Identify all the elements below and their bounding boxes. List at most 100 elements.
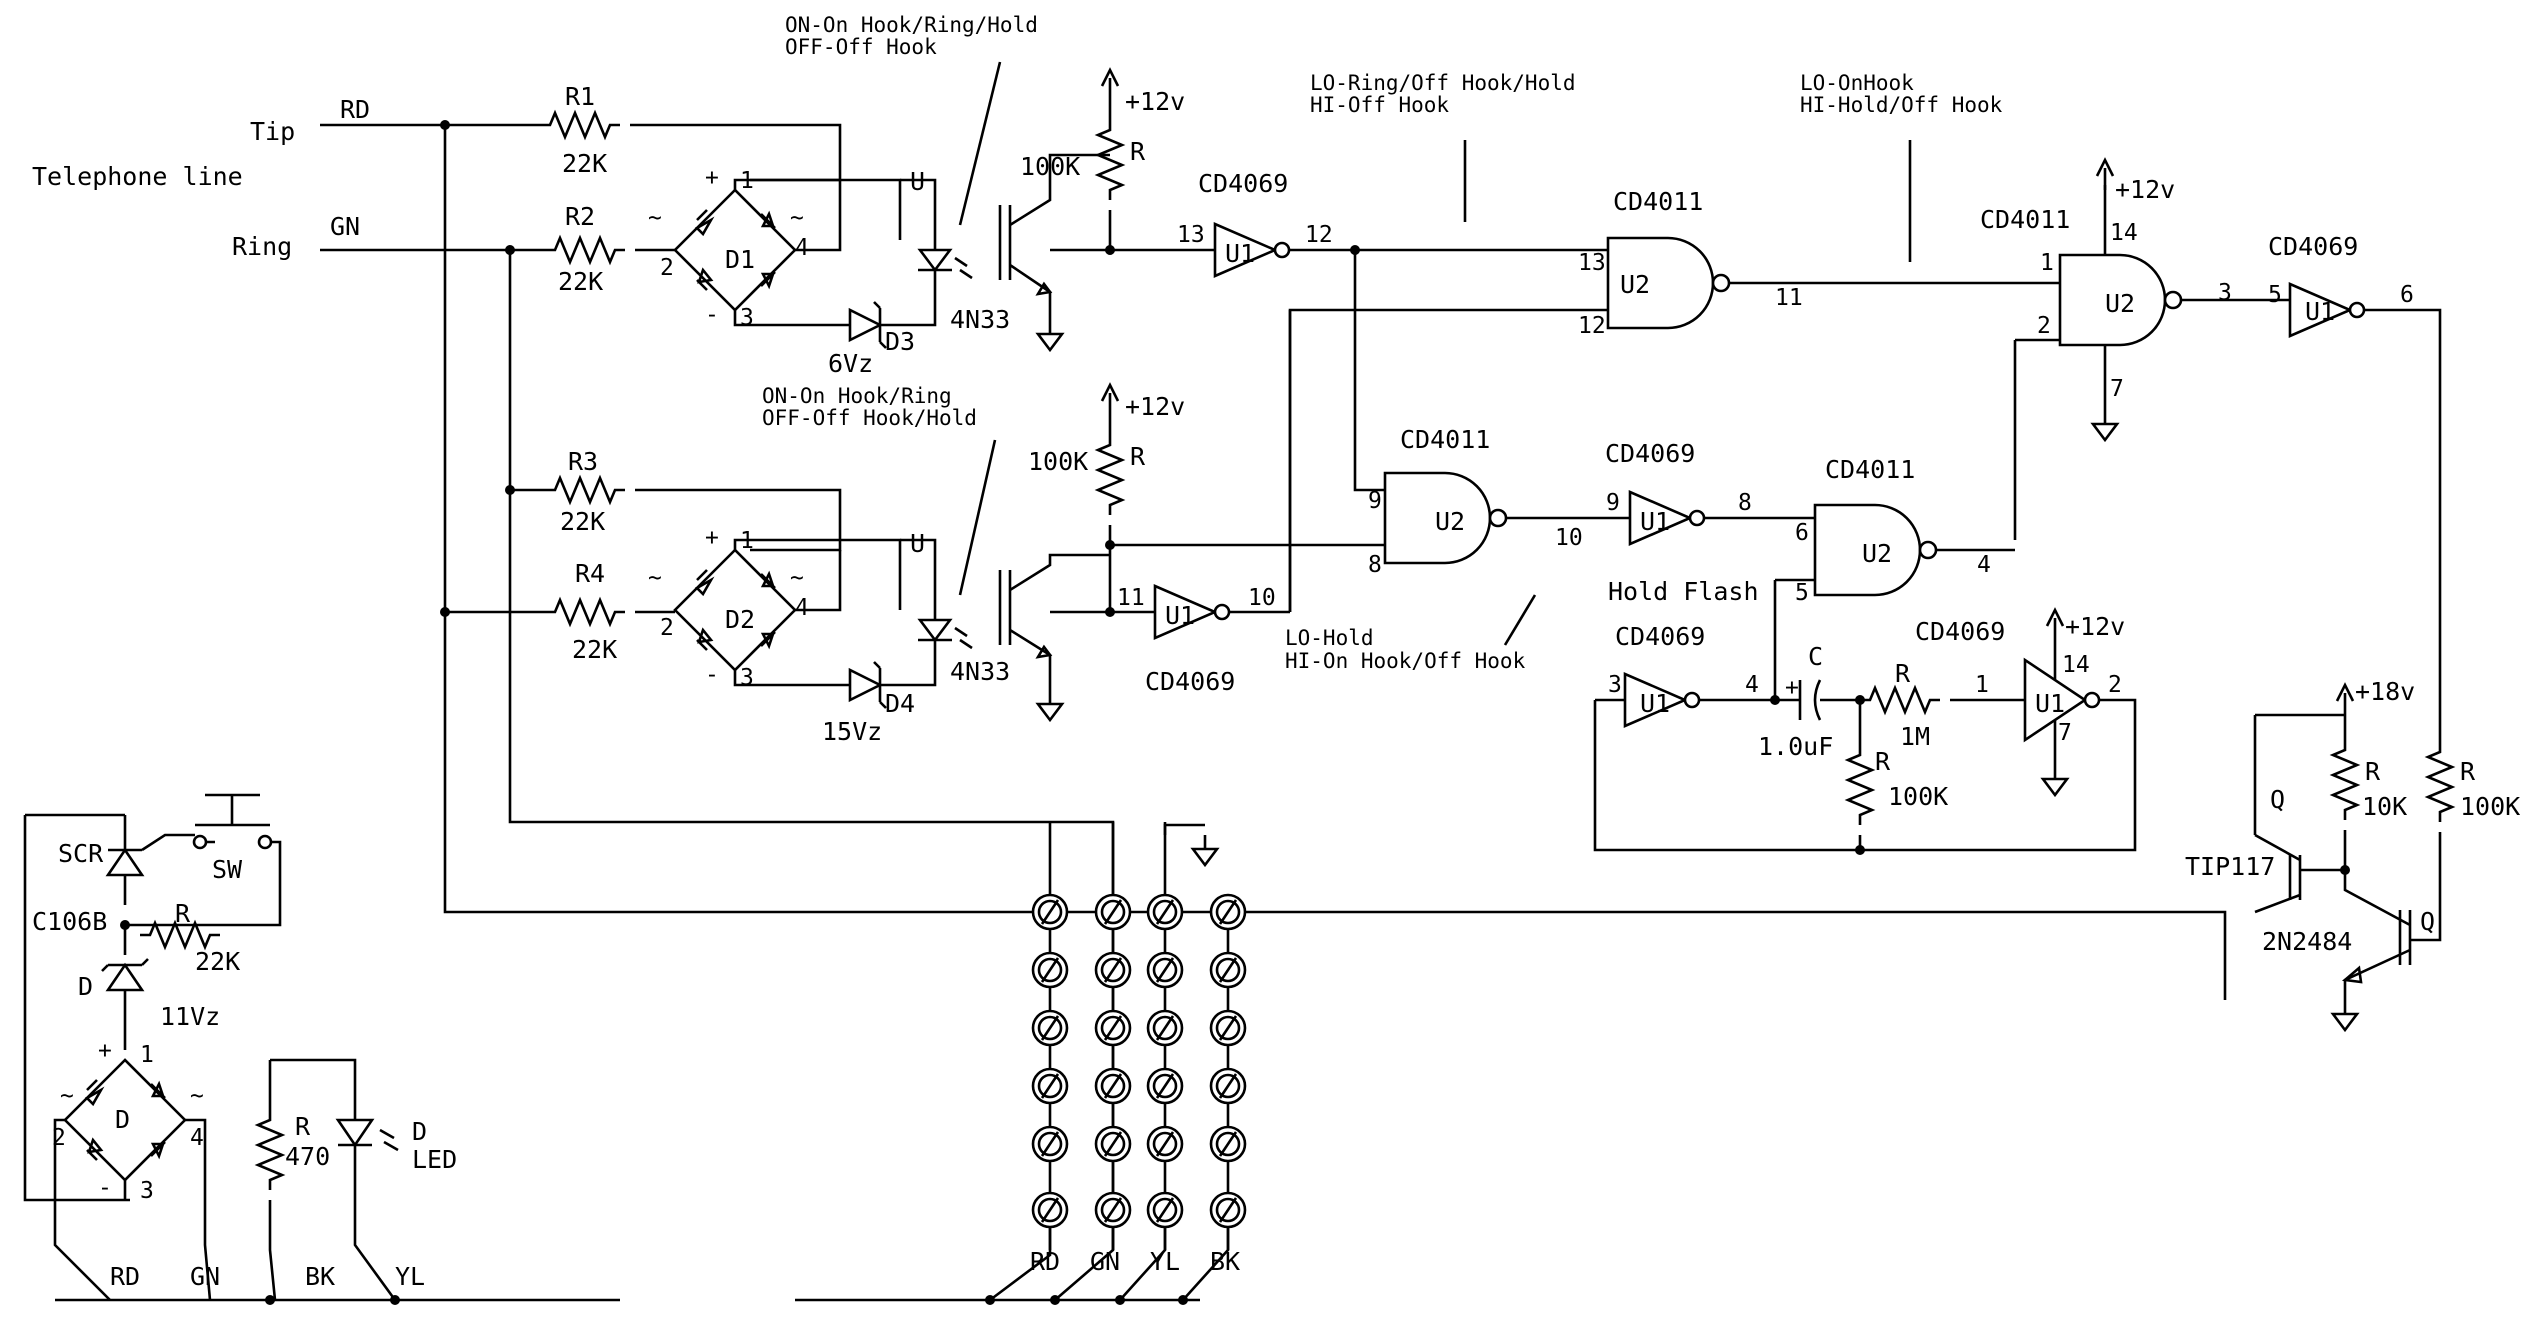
note-nand2-hi: HI-On Hook/Off Hook bbox=[1285, 649, 1526, 673]
opto1-part: 4N33 bbox=[950, 305, 1010, 334]
nand2-part: CD4011 bbox=[1400, 425, 1490, 454]
d2-pin4: 4 bbox=[795, 595, 809, 621]
r3-value: 22K bbox=[560, 507, 605, 536]
r2-value: 22K bbox=[558, 267, 603, 296]
ring-gn-label: GN bbox=[330, 212, 360, 241]
d2-ac2: ~ bbox=[790, 565, 804, 591]
d2-plus: + bbox=[705, 525, 719, 551]
opto2-part: 4N33 bbox=[950, 657, 1010, 686]
r-hold-value: 22K bbox=[195, 947, 240, 976]
r-pullup1-value: 100K bbox=[1020, 152, 1080, 181]
nand2-pin8: 8 bbox=[1368, 552, 1382, 578]
d3-label: D3 bbox=[885, 327, 915, 356]
hold-wire-rd: RD bbox=[110, 1262, 140, 1291]
vcc5-label: +18v bbox=[2355, 677, 2415, 706]
nand3-unit: U2 bbox=[1862, 539, 1892, 568]
c-plus: + bbox=[1785, 675, 1799, 701]
scr-label: SCR bbox=[58, 839, 104, 868]
r-bias-value: 10K bbox=[2362, 792, 2407, 821]
c-value: 1.0uF bbox=[1758, 732, 1833, 761]
nand4-part: CD4011 bbox=[1980, 205, 2070, 234]
d1-pin4: 4 bbox=[795, 235, 809, 261]
q2-q: Q bbox=[2420, 907, 2435, 936]
inv3-unit: U1 bbox=[1640, 507, 1670, 536]
inv1-pin13: 13 bbox=[1177, 222, 1205, 248]
u-opto1-label: U bbox=[910, 167, 925, 196]
r-osc-value: 1M bbox=[1900, 722, 1930, 751]
lamp-grid bbox=[1031, 893, 1247, 1229]
r-pullup2-value: 100K bbox=[1028, 447, 1088, 476]
zener-value: 11Vz bbox=[160, 1002, 220, 1031]
note-inv1-lo: LO-Ring/Off Hook/Hold bbox=[1310, 71, 1576, 95]
r1-value: 22K bbox=[562, 149, 607, 178]
inv4-part: CD4069 bbox=[1615, 622, 1705, 651]
scr-part: C106B bbox=[32, 907, 107, 936]
inv5-pin5: 5 bbox=[2268, 282, 2282, 308]
u-opto2-label: U bbox=[910, 529, 925, 558]
bridge-pin4: 4 bbox=[190, 1125, 204, 1151]
r-osc2-value: 100K bbox=[1888, 782, 1948, 811]
nand1-pin13: 13 bbox=[1578, 250, 1606, 276]
bridge-ac2: ~ bbox=[190, 1083, 204, 1109]
tip117-q: Q bbox=[2270, 785, 2285, 814]
r4-label: R4 bbox=[575, 559, 605, 588]
d2-label: D2 bbox=[725, 605, 755, 634]
r-base-label: R bbox=[2460, 757, 2476, 786]
d1-pin3: 3 bbox=[740, 305, 754, 331]
switch-label: SW bbox=[212, 855, 243, 884]
inv2-unit: U1 bbox=[1165, 601, 1195, 630]
inv6-pin14: 14 bbox=[2062, 652, 2090, 678]
r3-label: R3 bbox=[568, 447, 598, 476]
bridge-minus: - bbox=[98, 1175, 112, 1201]
line-title: Telephone line bbox=[32, 162, 243, 191]
bridge-d-label: D bbox=[115, 1105, 130, 1134]
inv4-pin4: 4 bbox=[1745, 672, 1759, 698]
r-base-value: 100K bbox=[2460, 792, 2520, 821]
vcc2-label: +12v bbox=[2115, 175, 2175, 204]
d4-value: 15Vz bbox=[822, 717, 882, 746]
nand4-pin1: 1 bbox=[2040, 250, 2054, 276]
vcc3-label: +12v bbox=[1125, 392, 1185, 421]
hold-wire-bk: BK bbox=[305, 1262, 335, 1291]
nand1-unit: U2 bbox=[1620, 270, 1650, 299]
bridge-plus: + bbox=[98, 1038, 112, 1064]
d1-ac2: ~ bbox=[790, 205, 804, 231]
d2-ac1: ~ bbox=[648, 565, 662, 591]
note-nand1-lo: LO-OnHook bbox=[1800, 71, 1914, 95]
inv3-pin9: 9 bbox=[1606, 490, 1620, 516]
d1-plus: + bbox=[705, 165, 719, 191]
inv5-pin6: 6 bbox=[2400, 282, 2414, 308]
nand1-pin11: 11 bbox=[1775, 285, 1803, 311]
nand2-unit: U2 bbox=[1435, 507, 1465, 536]
lamp-wire-yl: YL bbox=[1150, 1247, 1180, 1276]
r-osc2-label: R bbox=[1875, 747, 1891, 776]
inv2-pin11: 11 bbox=[1117, 585, 1145, 611]
d3-value: 6Vz bbox=[828, 349, 873, 378]
inv6-pin7: 7 bbox=[2058, 720, 2072, 746]
nand4-pin14: 14 bbox=[2110, 220, 2138, 246]
inv4-pin3: 3 bbox=[1608, 672, 1622, 698]
d1-minus: - bbox=[705, 302, 719, 328]
inv6-pin2: 2 bbox=[2108, 672, 2122, 698]
note-nand2-lo: LO-Hold bbox=[1285, 626, 1374, 650]
r-pullup1-label: R bbox=[1130, 137, 1146, 166]
lamp-wire-bk: BK bbox=[1210, 1247, 1240, 1276]
note-nand1-hi: HI-Hold/Off Hook bbox=[1800, 93, 2003, 117]
bridge-pin1: 1 bbox=[140, 1042, 154, 1068]
nand3-pin4: 4 bbox=[1977, 552, 1991, 578]
nand4-pin7: 7 bbox=[2110, 376, 2124, 402]
d1-pin2: 2 bbox=[660, 255, 674, 281]
tip-rd-label: RD bbox=[340, 95, 370, 124]
note-opto1-off: OFF-Off Hook bbox=[785, 35, 937, 59]
d2-pin3: 3 bbox=[740, 665, 754, 691]
nand3-part: CD4011 bbox=[1825, 455, 1915, 484]
r-led-value: 470 bbox=[285, 1142, 330, 1171]
inv5-part: CD4069 bbox=[2268, 232, 2358, 261]
r-pullup2-label: R bbox=[1130, 442, 1146, 471]
c-label: C bbox=[1808, 642, 1823, 671]
inv2-part: CD4069 bbox=[1145, 667, 1235, 696]
hold-wire-yl: YL bbox=[395, 1262, 425, 1291]
inv2-pin10: 10 bbox=[1248, 585, 1276, 611]
nand4-unit: U2 bbox=[2105, 289, 2135, 318]
q2-part: 2N2484 bbox=[2262, 927, 2352, 956]
